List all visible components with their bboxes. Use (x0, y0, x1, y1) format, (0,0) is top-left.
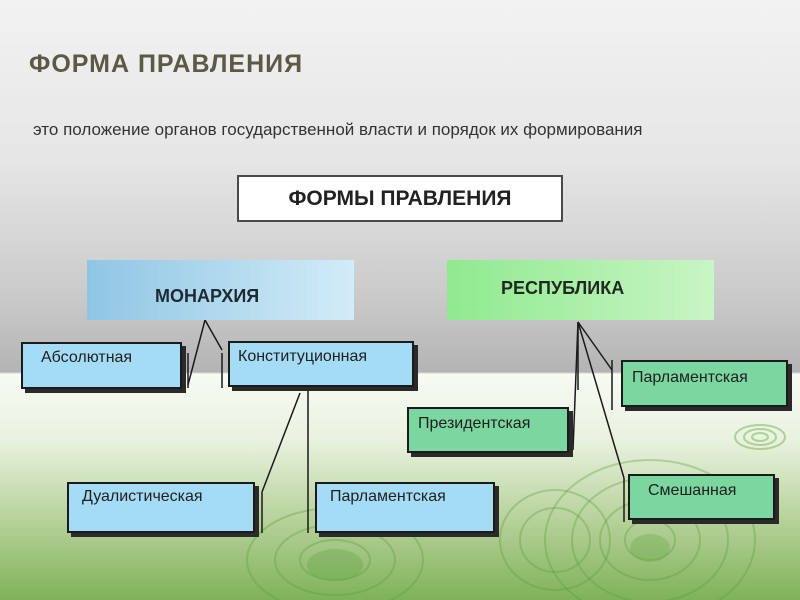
dualistic-monarchy-node: Дуалистическая (67, 482, 255, 533)
parliamentary-monarchy-node: Парламентская (315, 482, 495, 533)
absolute-monarchy-node: Абсолютная (21, 342, 182, 389)
constitutional-monarchy-node: Конституционная (228, 341, 414, 387)
presidential-republic-node: Президентская (407, 407, 569, 453)
parliamentary-republic-node: Парламентская (621, 360, 788, 407)
monarchy-node: МОНАРХИЯ (87, 260, 354, 320)
republic-node: РЕСПУБЛИКА (447, 260, 714, 320)
mixed-republic-node: Смешанная (628, 474, 775, 520)
slide-title: ФОРМА ПРАВЛЕНИЯ (29, 50, 304, 78)
forms-of-government-root: ФОРМЫ ПРАВЛЕНИЯ (237, 175, 563, 222)
definition-text: это положение органов государственной вл… (33, 120, 643, 139)
